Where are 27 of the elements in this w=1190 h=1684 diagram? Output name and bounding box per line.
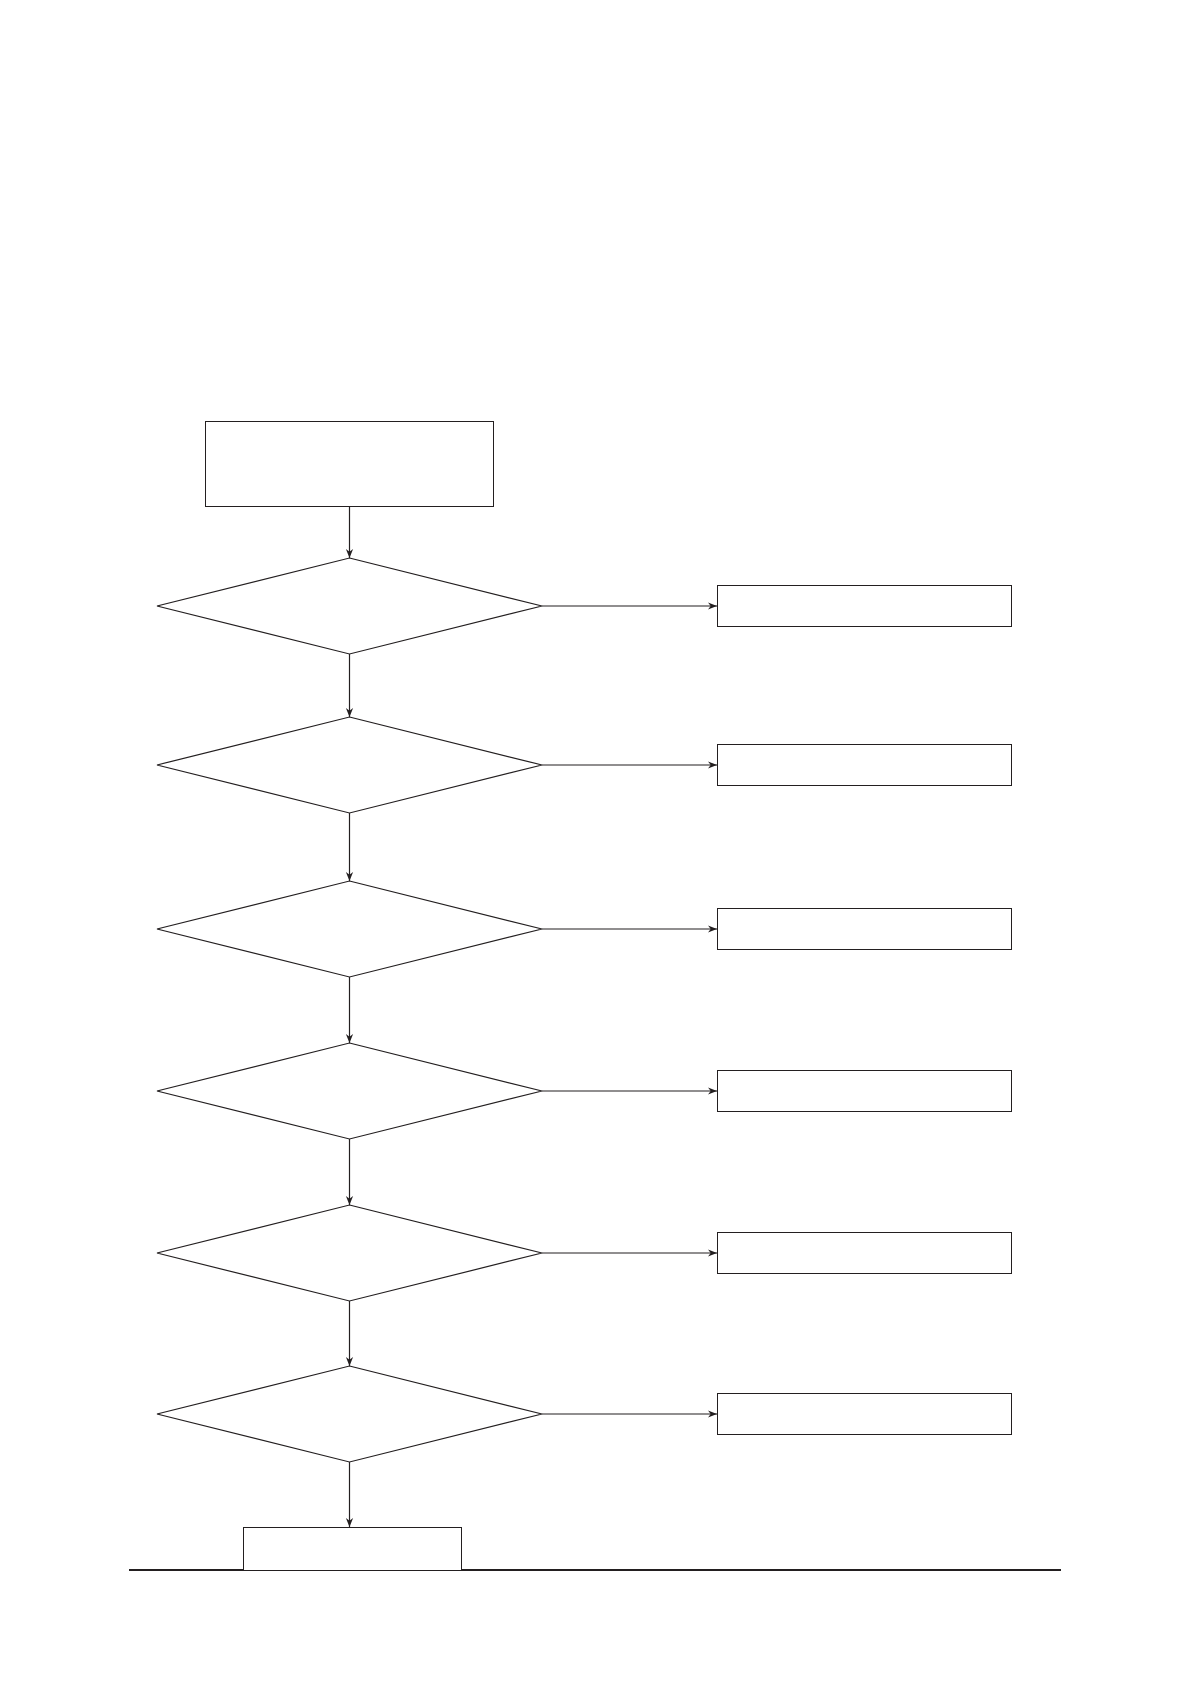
process-box <box>717 1070 1012 1112</box>
process-box <box>717 1232 1012 1274</box>
decision-diamond <box>157 1366 542 1462</box>
process-box <box>717 908 1012 950</box>
arrow <box>541 1087 718 1095</box>
arrow <box>345 1461 354 1528</box>
arrow <box>345 1138 354 1206</box>
decision-diamond <box>157 881 542 977</box>
arrow <box>345 812 354 882</box>
decision-diamond <box>157 1043 542 1139</box>
decision-diamond <box>157 1205 542 1301</box>
process-box <box>243 1527 462 1570</box>
arrow <box>541 602 718 610</box>
arrow <box>345 506 354 559</box>
process-box <box>717 585 1012 627</box>
arrow <box>541 761 718 769</box>
arrow <box>541 925 718 933</box>
process-box <box>717 1393 1012 1435</box>
process-box <box>205 421 494 507</box>
arrow <box>345 976 354 1044</box>
arrow <box>541 1249 718 1257</box>
arrow <box>345 653 354 718</box>
process-box <box>717 744 1012 786</box>
decision-diamond <box>157 717 542 813</box>
arrow <box>541 1410 718 1418</box>
decision-diamond <box>157 558 542 654</box>
arrow <box>345 1300 354 1367</box>
